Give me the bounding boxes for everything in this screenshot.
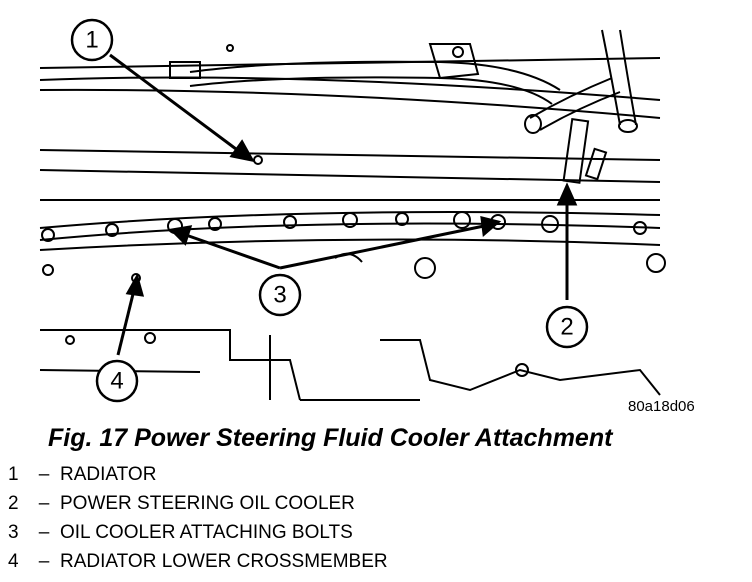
upper-hose <box>189 60 561 91</box>
arrowhead-1 <box>229 139 255 163</box>
legend-number: 1 <box>8 464 19 485</box>
crossmember-bottom <box>39 238 661 251</box>
bolt <box>105 223 119 237</box>
legend-separator: – <box>38 551 50 572</box>
callout-3: 3 <box>273 282 286 309</box>
image-code: 80a18d06 <box>628 398 695 415</box>
legend: 1–RADIATOR 2–POWER STEERING OIL COOLER 3… <box>8 460 388 576</box>
legend-number: 3 <box>8 522 19 543</box>
callout-1: 1 <box>85 27 98 54</box>
bolt <box>633 221 647 235</box>
arrowhead-2 <box>556 182 578 206</box>
bolt <box>41 228 55 242</box>
arrowhead-3b <box>480 216 502 237</box>
crossmember-top <box>39 210 661 229</box>
legend-label: OIL COOLER ATTACHING BOLTS <box>60 522 353 543</box>
legend-separator: – <box>38 522 50 543</box>
callout-1-circle <box>70 18 114 62</box>
cooler-fitting <box>562 118 590 184</box>
lower-engine-outline <box>40 329 420 401</box>
legend-item: 1–RADIATOR <box>8 460 388 489</box>
leader-1 <box>109 53 241 154</box>
bolt <box>342 212 358 228</box>
radiator-rail-2 <box>39 88 661 119</box>
legend-separator: – <box>38 493 50 514</box>
radiator-rail-1 <box>39 76 661 101</box>
leader-3b <box>279 224 485 270</box>
bolt <box>453 211 471 229</box>
leader-3a <box>185 233 281 270</box>
legend-label: RADIATOR LOWER CROSSMEMBER <box>60 551 388 572</box>
legend-separator: – <box>38 464 50 485</box>
arrowhead-4 <box>125 273 145 297</box>
legend-label: RADIATOR <box>60 464 157 485</box>
callout-2-circle <box>545 305 589 349</box>
radiator-rail-3 <box>39 149 661 161</box>
legend-item: 2–POWER STEERING OIL COOLER <box>8 489 388 518</box>
legend-number: 2 <box>8 493 19 514</box>
legend-item: 3–OIL COOLER ATTACHING BOLTS <box>8 518 388 547</box>
callout-4-circle <box>95 359 139 403</box>
bolt <box>283 215 297 229</box>
arrowhead-3a <box>168 225 193 246</box>
leader-4 <box>116 289 136 356</box>
cooler-attachment-illustration: 1 2 3 4 <box>39 18 666 403</box>
callout-4: 4 <box>110 368 123 395</box>
bolt <box>208 217 222 231</box>
legend-number: 4 <box>8 551 19 572</box>
callout-3-circle <box>258 273 302 317</box>
upper-bracket <box>428 43 480 80</box>
legend-item: 4–RADIATOR LOWER CROSSMEMBER <box>8 547 388 576</box>
bolt <box>541 215 559 233</box>
bolt <box>395 212 409 226</box>
legend-label: POWER STEERING OIL COOLER <box>60 493 355 514</box>
figure-caption: Fig. 17 Power Steering Fluid Cooler Atta… <box>48 424 613 452</box>
cooler-hose-bend <box>529 77 613 119</box>
crossmember-lower <box>39 222 661 241</box>
radiator-rail-4 <box>39 169 661 183</box>
callout-2: 2 <box>560 314 573 341</box>
